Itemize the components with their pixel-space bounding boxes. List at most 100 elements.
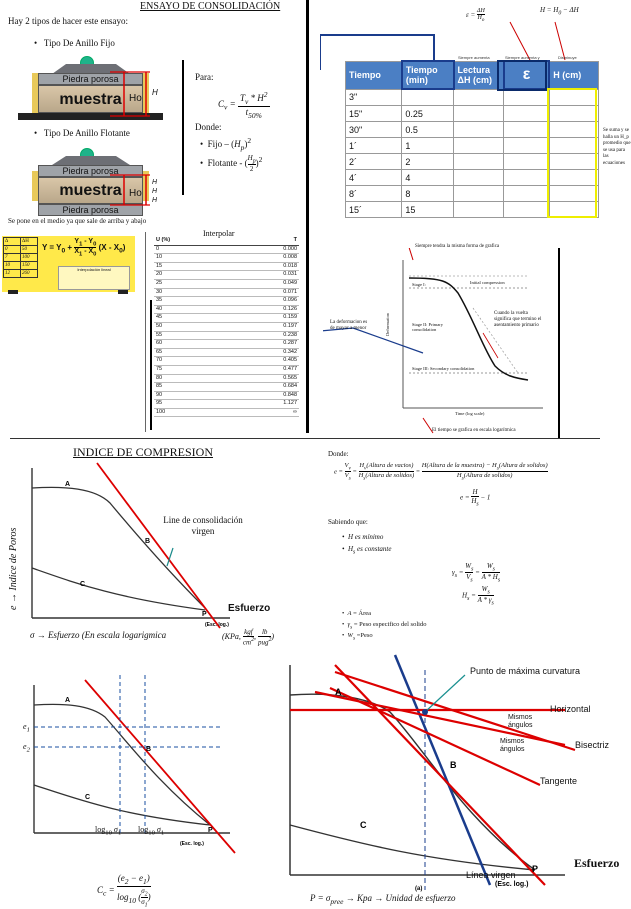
lab-cell (453, 105, 505, 122)
interp-t-cell: 0.018 (227, 262, 299, 272)
interp-u-cell: 90 (154, 391, 228, 401)
graph-caption-top: Siempre tendra la misma forma de grafica (415, 244, 500, 249)
tipo-flotante-label: • Tipo De Anillo Flotante (34, 128, 130, 138)
svg-text:P: P (208, 827, 213, 834)
lab-row: 2´2 (344, 153, 600, 170)
note-medio: Se pone en el medio ya que sale de arrib… (8, 217, 147, 225)
interp-u-cell: 65 (154, 348, 228, 358)
main-vertical-divider (306, 0, 309, 433)
porous-stone-bottom: Piedra porosa (38, 204, 143, 216)
def-gamma: • γs = Peso especifico del solido (342, 621, 427, 631)
lab-cell: 4´ (344, 169, 403, 186)
lab-cell: 8´ (344, 185, 403, 202)
th-tiempo-min: Tiempo (min) (400, 60, 455, 90)
tiny-header-2: Siempre aumenta y (505, 55, 540, 60)
h-label-fixed: H (152, 88, 158, 97)
interp-t-cell: 0.342 (227, 348, 299, 358)
deformacion-note: La deformacion es de mayor a menor (330, 320, 368, 331)
intro-text: Hay 2 tipos de hacer este ensayo: (8, 16, 128, 26)
lab-cell (453, 121, 505, 138)
initial-comp-label: Initial compression (470, 280, 505, 285)
e-log-sigma-graph: A B C P (Esc. log.) (5, 458, 245, 638)
svg-text:A: A (65, 481, 70, 488)
page-title: ENSAYO DE CONSOLIDACIÓN (140, 1, 281, 12)
donde-indice: Donde: (328, 450, 349, 458)
def-peso: • Ws =Peso (342, 632, 373, 642)
th-h: H (cm) (548, 60, 600, 90)
interp-u-cell: 50 (154, 322, 228, 332)
interp-u-cell: 35 (154, 296, 228, 306)
esfuerzo-label-2: Esfuerzo (574, 856, 620, 870)
lab-cell: 30" (344, 121, 403, 138)
h-formula: H = H0 − ΔH (540, 6, 579, 17)
interp-u-cell: 15 (154, 262, 228, 272)
interp-t-cell: 0.008 (227, 253, 299, 263)
lab-cell: 1´ (344, 137, 403, 154)
loading-cap-floating (52, 156, 130, 165)
lab-cell: 1 (401, 137, 455, 154)
svg-text:(Esc. log.): (Esc. log.) (180, 841, 204, 847)
ring-left (32, 73, 38, 113)
interp-u-cell: 80 (154, 374, 228, 384)
donde-label: Donde: (195, 122, 222, 132)
punto-label: Punto de máxima curvatura (470, 666, 581, 676)
mismos-angulos-1: Mismos ángulos (508, 714, 533, 729)
tipo-fijo-label: • Tipo De Anillo Fijo (34, 38, 115, 48)
h-column-highlight (547, 88, 597, 218)
cv-formula: Cv = Tv * H2 t50% (218, 90, 270, 120)
lab-row: 15´15 (344, 201, 600, 218)
lab-cell: 15" (344, 105, 403, 122)
lab-table: Tiempo Tiempo (min) Lectura ΔH (cm) ε H … (344, 60, 600, 218)
interp-t-cell: 0.684 (227, 382, 299, 392)
bisectriz-label: Bisectriz (575, 740, 610, 750)
ring-left-floating (32, 171, 38, 201)
interp-t-cell: 0.405 (227, 356, 299, 366)
interp-t-cell: 0.197 (227, 322, 299, 332)
lab-cell (503, 121, 550, 138)
ho-label-floating: Ho (129, 188, 142, 199)
interp-t-cell: 0.848 (227, 391, 299, 401)
interp-small-table: Interpolación lineal (58, 266, 130, 290)
p-caption: P = σpree → Kpa → Unidad de esfuerzo (310, 893, 456, 906)
interp-u-cell: 45 (154, 313, 228, 323)
svg-text:(Esc. log.): (Esc. log.) (205, 622, 229, 628)
lab-cell (503, 185, 550, 202)
col-t: T (227, 237, 299, 246)
lab-cell: 2´ (344, 153, 403, 170)
svg-text:C: C (80, 581, 85, 588)
interpolar-title: Interpolar (203, 229, 235, 238)
th-lectura: Lectura ΔH (cm) (453, 60, 505, 90)
stage1-label: Stage I: (412, 282, 426, 287)
tiny-header-1: Siempre aumenta (458, 55, 490, 60)
bullet-h-minimo: • H es mínimo (342, 533, 384, 541)
table-connectors (320, 21, 566, 70)
lab-cell: 15 (401, 201, 455, 218)
lab-cell (503, 153, 550, 170)
interp-u-cell: 70 (154, 356, 228, 366)
y-label-indice: e → Indice de Poros (8, 527, 19, 610)
interp-row: 100∞ (154, 408, 299, 418)
svg-text:(a): (a) (415, 886, 422, 892)
lab-cell: 8 (401, 185, 455, 202)
svg-text:C: C (360, 820, 367, 830)
interp-u-cell: 20 (154, 270, 228, 280)
